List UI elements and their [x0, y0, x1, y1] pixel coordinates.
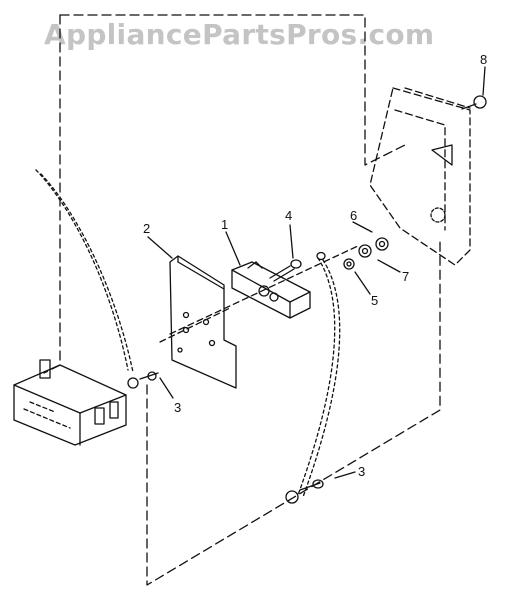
- callout-labels: 2 1 4 6 7 5 8 3 3: [143, 52, 487, 479]
- lower-bracket: [14, 360, 126, 445]
- wire-harness-left: [36, 170, 128, 370]
- callout-4: 4: [285, 208, 292, 223]
- watermark-text: AppliancePartsPros.com: [44, 18, 435, 51]
- nut-part-7: [376, 238, 388, 250]
- screw-part-3-left: [128, 372, 158, 388]
- washer-part-6: [359, 245, 371, 257]
- screw-part-3-bottom: [286, 480, 323, 503]
- screw-part-4: [270, 260, 301, 281]
- mounting-plate: [170, 256, 236, 388]
- callout-5: 5: [371, 293, 378, 308]
- callout-6: 6: [350, 208, 357, 223]
- wire-harness-right: [298, 258, 335, 495]
- terminal-block: [232, 262, 310, 318]
- callout-8: 8: [480, 52, 487, 67]
- callout-2: 2: [143, 221, 150, 236]
- upper-right-bracket: [370, 88, 470, 265]
- callout-7: 7: [402, 269, 409, 284]
- callout-3-left: 3: [174, 400, 181, 415]
- callout-3-bottom: 3: [358, 464, 365, 479]
- leader-lines: [148, 67, 485, 478]
- callout-1: 1: [221, 217, 228, 232]
- bracket-hole: [431, 208, 445, 222]
- screw-part-8: [462, 96, 486, 109]
- nut-part-5: [344, 259, 354, 269]
